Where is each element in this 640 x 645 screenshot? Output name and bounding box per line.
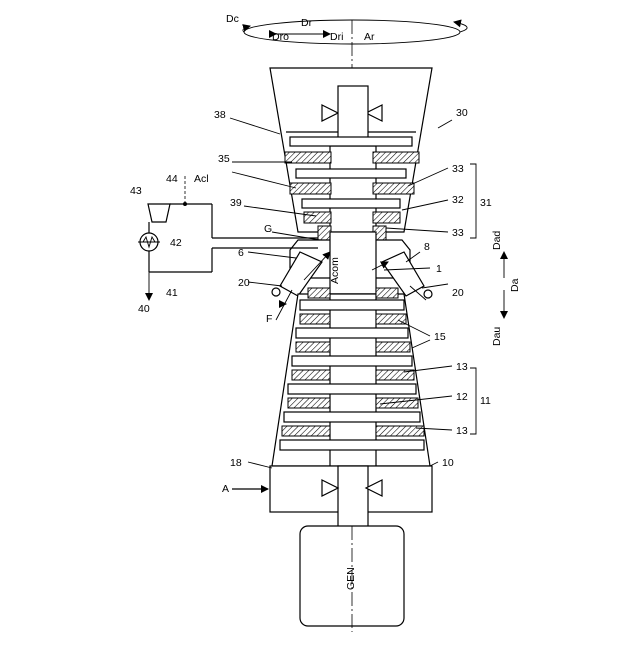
- label-40: 40: [138, 303, 150, 315]
- label-g: G: [264, 223, 272, 235]
- label-a: A: [222, 483, 229, 495]
- label-1: 1: [436, 263, 442, 275]
- label-12: 12: [456, 391, 468, 403]
- label-dri: Dri: [330, 31, 343, 43]
- label-44: 44: [166, 173, 178, 185]
- label-dr: Dr: [301, 17, 313, 29]
- label-f: F: [266, 313, 272, 325]
- label-da: Da: [509, 278, 521, 292]
- combustor-section: [280, 232, 424, 296]
- label-18: 18: [230, 457, 242, 469]
- label-32: 32: [452, 194, 464, 206]
- label-8: 8: [424, 241, 430, 253]
- label-ar: Ar: [364, 31, 375, 43]
- label-39: 39: [230, 197, 242, 209]
- label-dad: Dad: [491, 231, 503, 250]
- label-33-bottom: 33: [452, 227, 464, 239]
- label-20-right: 20: [452, 287, 464, 299]
- compressor-shaft-end: [338, 466, 368, 532]
- label-acl: Acl: [194, 173, 209, 185]
- label-30: 30: [456, 107, 468, 119]
- label-dro: Dro: [272, 31, 289, 43]
- label-13-top: 13: [456, 361, 468, 373]
- label-13-bottom: 13: [456, 425, 468, 437]
- turbine-section: [270, 68, 432, 240]
- label-dc: Dc: [226, 13, 239, 25]
- label-31: 31: [480, 197, 492, 209]
- label-20-left: 20: [238, 277, 250, 289]
- fuel-valve-left: [272, 288, 292, 320]
- label-dau: Dau: [491, 327, 503, 346]
- label-6: 6: [238, 247, 244, 259]
- label-15: 15: [434, 331, 446, 343]
- turbine-rotor: [330, 146, 376, 232]
- label-38: 38: [214, 109, 226, 121]
- label-acom: Acom: [329, 257, 341, 284]
- label-10: 10: [442, 457, 454, 469]
- compressor-43: [148, 204, 170, 222]
- label-43: 43: [130, 185, 142, 197]
- label-41: 41: [166, 287, 178, 299]
- label-33-top: 33: [452, 163, 464, 175]
- label-42: 42: [170, 237, 182, 249]
- label-gen: GEN: [345, 567, 357, 590]
- label-35: 35: [218, 153, 230, 165]
- label-11: 11: [480, 395, 491, 407]
